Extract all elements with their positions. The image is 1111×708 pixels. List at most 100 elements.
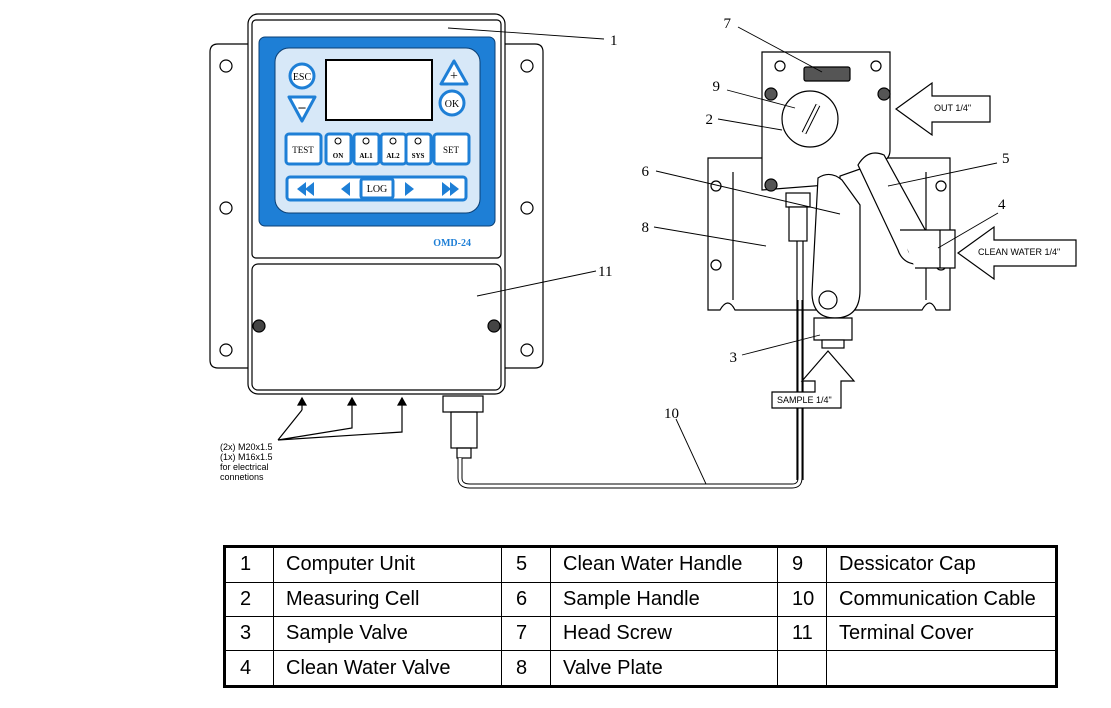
front-panel xyxy=(251,19,502,259)
svg-text:(2x) M20x1.5: (2x) M20x1.5 xyxy=(220,442,273,452)
led-sys xyxy=(414,137,422,145)
log-key-shape xyxy=(359,177,395,200)
head-screw-bl xyxy=(764,178,778,192)
legend-number: 7 xyxy=(501,615,551,652)
callout-9: 9 xyxy=(713,79,721,95)
plus-key-label: + xyxy=(450,69,458,84)
head-hole xyxy=(870,60,882,72)
fast-forward-icon xyxy=(442,182,459,196)
callout-3: 3 xyxy=(730,350,738,366)
gland-leader xyxy=(277,409,403,441)
esc-key-label: ESC xyxy=(293,72,312,83)
connector-nut xyxy=(442,395,484,413)
legend-part-name: Head Screw xyxy=(550,615,778,652)
al1-key-label: AL1 xyxy=(359,152,373,160)
glands-note: (2x) M20x1.5 (1x) M16x1.5 for electrical… xyxy=(220,442,273,482)
cover-screw xyxy=(252,319,266,333)
mount-hole xyxy=(219,59,233,73)
cover-screw xyxy=(487,319,501,333)
legend-part-name: Sample Handle xyxy=(550,581,778,617)
gland-arrow xyxy=(396,396,408,406)
on-key-shape xyxy=(324,132,353,166)
computer-unit xyxy=(209,13,544,395)
svg-text:for electrical: for electrical xyxy=(220,462,269,472)
svg-text:(1x) M16x1.5: (1x) M16x1.5 xyxy=(220,452,273,462)
sample-valve xyxy=(813,317,853,341)
set-key-label: SET xyxy=(443,145,460,155)
plus-key-shape xyxy=(439,59,469,86)
ok-key-shape xyxy=(438,89,466,117)
on-key-label: ON xyxy=(333,152,344,160)
callout-6: 6 xyxy=(642,164,650,180)
ok-key-label: OK xyxy=(445,99,460,110)
minus-key-shape xyxy=(287,95,317,123)
callout-4: 4 xyxy=(998,197,1006,213)
plate-hole xyxy=(935,180,947,192)
legend-number: 1 xyxy=(224,546,274,583)
legend-part-name: Sample Valve xyxy=(273,615,502,652)
fast-back-icon xyxy=(297,182,314,196)
minus-key-label: – xyxy=(298,100,307,115)
esc-key-shape xyxy=(288,62,316,90)
forward-icon xyxy=(405,182,414,196)
sample-port-label: SAMPLE 1/4" xyxy=(777,395,832,405)
mount-hole xyxy=(520,201,534,215)
clean-water-port-label: CLEAN WATER 1/4" xyxy=(978,247,1060,257)
gland-arrow xyxy=(346,396,358,406)
legend-number: 8 xyxy=(501,650,551,687)
connector-tip xyxy=(456,447,472,459)
legend-part-name: Computer Unit xyxy=(273,546,502,583)
mount-hole xyxy=(520,343,534,357)
lcd-display xyxy=(325,59,433,121)
sys-key-shape xyxy=(404,132,433,166)
mount-hole xyxy=(219,343,233,357)
legend-part-name: Terminal Cover xyxy=(826,615,1057,652)
mount-hole xyxy=(219,201,233,215)
legend-part-name xyxy=(826,650,1057,687)
log-key-label: LOG xyxy=(367,184,388,195)
communication-cable xyxy=(457,300,803,489)
svg-text:connetions: connetions xyxy=(220,472,264,482)
legend-number: 11 xyxy=(777,615,827,652)
al1-key-shape xyxy=(352,132,381,166)
legend-number: 9 xyxy=(777,546,827,583)
callout-10: 10 xyxy=(664,406,679,422)
sample-arrow xyxy=(771,350,856,409)
legend-number: 2 xyxy=(224,581,274,617)
callout-leaders xyxy=(447,26,999,485)
callout-2: 2 xyxy=(706,112,714,128)
port-arrows xyxy=(771,81,1077,409)
clean-water-valve xyxy=(900,229,956,269)
led-al2 xyxy=(389,137,397,145)
test-key-label: TEST xyxy=(292,145,314,155)
legend-part-name: Valve Plate xyxy=(550,650,778,687)
legend-number: 3 xyxy=(224,615,274,652)
mount-hole xyxy=(520,59,534,73)
led-al1 xyxy=(362,137,370,145)
legend-number: 6 xyxy=(501,581,551,617)
legend-number: 4 xyxy=(224,650,274,687)
cable-glands xyxy=(277,395,484,459)
callout-11: 11 xyxy=(598,264,612,280)
led-on xyxy=(334,137,342,145)
legend-number: 5 xyxy=(501,546,551,583)
model-label: OMD-24 xyxy=(433,238,471,249)
out-port-label: OUT 1/4" xyxy=(934,103,971,113)
legend-part-name: Clean Water Valve xyxy=(273,650,502,687)
terminal-cover xyxy=(251,263,502,391)
head-hole xyxy=(774,60,786,72)
callout-1: 1 xyxy=(610,33,618,49)
callout-numbers: 1 2 3 4 5 6 7 8 9 10 11 xyxy=(598,16,1010,422)
housing xyxy=(247,13,506,395)
callout-8: 8 xyxy=(642,220,650,236)
callout-5: 5 xyxy=(1002,151,1010,167)
al2-key-label: AL2 xyxy=(386,152,400,160)
legend-part-name: Clean Water Handle xyxy=(550,546,778,583)
out-arrow xyxy=(894,81,991,137)
sys-key-label: SYS xyxy=(412,152,425,160)
